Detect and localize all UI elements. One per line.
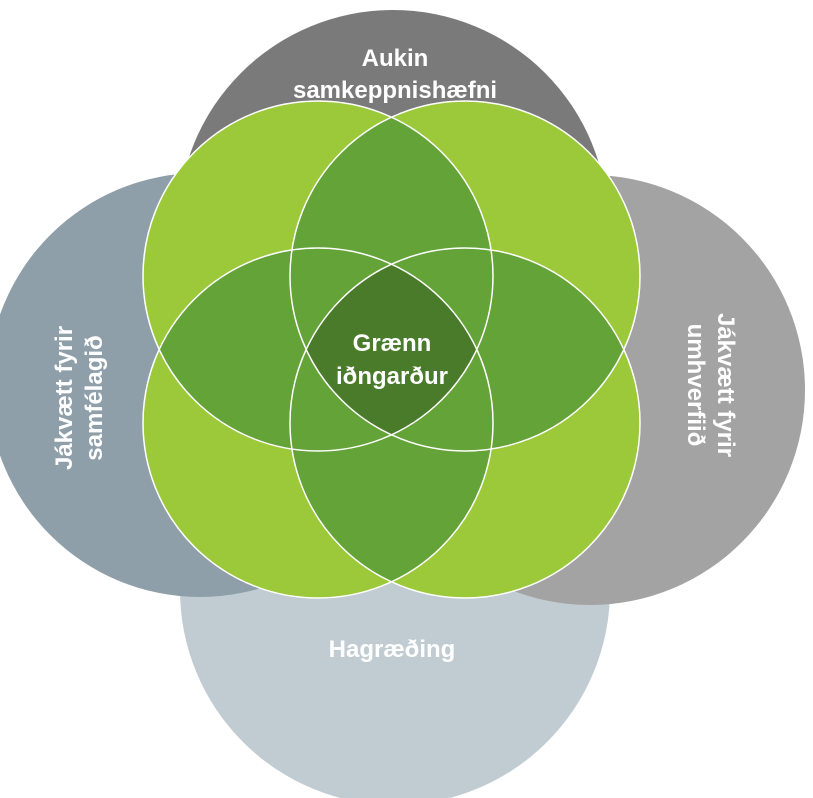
petal-outline-bottom-right — [289, 247, 641, 599]
label-left-line2: samfélagið — [81, 335, 108, 460]
label-right-line2: umhverfiið — [682, 324, 709, 447]
label-top-line2: samkeppnishæfni — [293, 77, 497, 104]
petal-outline-bottom-left — [142, 247, 494, 599]
label-right-line1: Jákvætt fyrir — [712, 313, 739, 457]
label-center-line2: iðngarður — [336, 363, 448, 390]
petal-outline-top-right — [289, 100, 641, 452]
label-left-line1: Jákvætt fyrir — [51, 326, 78, 470]
label-top-line1: Aukin — [362, 45, 429, 72]
petal-outline-top-left — [142, 100, 494, 452]
label-center-line1: Grænn — [353, 330, 432, 357]
label-bottom: Hagræðing — [329, 636, 456, 663]
